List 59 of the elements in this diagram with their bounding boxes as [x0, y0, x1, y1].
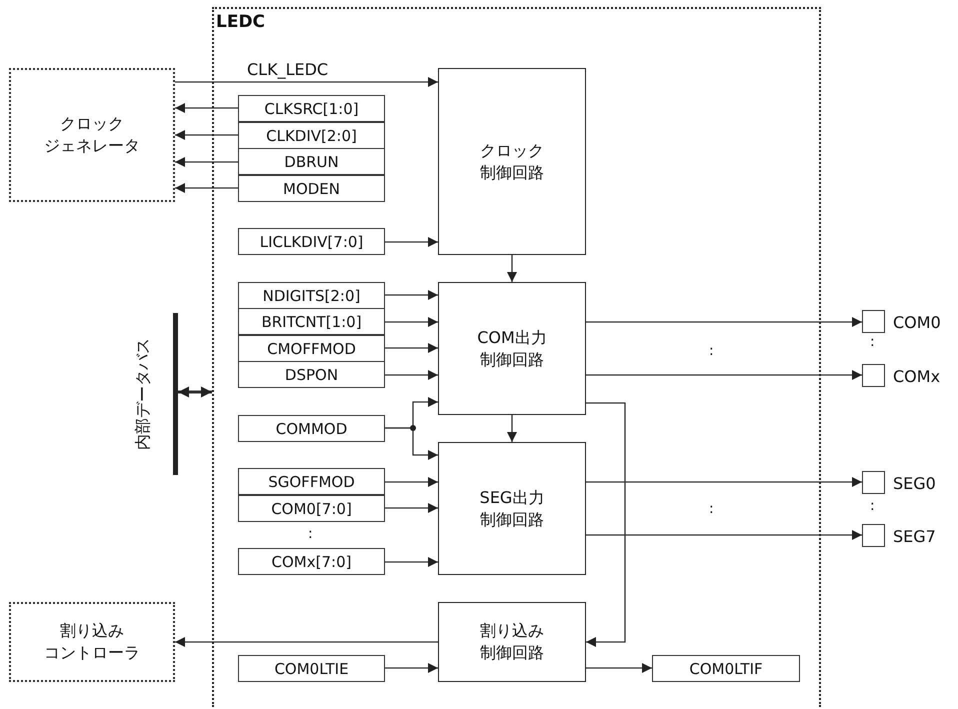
register-box: COMx[7:0] — [238, 548, 385, 575]
signal-label: CLK_LEDC — [247, 60, 328, 79]
signal-arrow — [175, 157, 238, 167]
circuit-block: 割り込み制御回路 — [438, 602, 586, 682]
register-box: BRITCNT[1:0] — [238, 308, 385, 335]
register-box: DSPON — [238, 361, 385, 388]
register-box: COM0[7:0] — [238, 495, 385, 522]
signal-arrow — [175, 77, 438, 87]
signal-arrow — [385, 663, 438, 673]
signal-arrow — [385, 343, 438, 353]
ellipsis-mark: : — [709, 343, 714, 359]
register-box: MODEN — [238, 175, 385, 202]
register-box: DBRUN — [238, 148, 385, 175]
register-box: LICLKDIV[7:0] — [238, 228, 385, 255]
signal-arrow — [385, 317, 438, 327]
register-box: COMMOD — [238, 415, 385, 442]
register-box: NDIGITS[2:0] — [238, 282, 385, 309]
circuit-block: COM出力制御回路 — [438, 282, 586, 415]
signal-arrow — [586, 370, 862, 380]
signal-arrow — [175, 183, 238, 193]
signal-arrow — [586, 663, 652, 673]
circuit-block: SEG出力制御回路 — [438, 442, 586, 575]
pin-label: SEG7 — [893, 526, 936, 546]
signal-arrow — [507, 255, 517, 282]
register-box: CLKDIV[2:0] — [238, 122, 385, 149]
signal-arrow — [385, 557, 438, 567]
pin-label: SEG0 — [893, 474, 936, 492]
register-box: COM0LTIF — [652, 655, 800, 682]
signal-arrow — [507, 415, 517, 442]
ellipsis-mark: : — [870, 498, 875, 514]
signal-arrow — [586, 317, 862, 327]
signal-arrow — [385, 477, 438, 487]
bus-arrow — [178, 386, 212, 398]
signal-arrow — [586, 402, 626, 647]
signal-arrow — [385, 503, 438, 513]
signal-arrow — [385, 427, 438, 460]
circuit-block: クロック制御回路 — [438, 68, 586, 255]
external-module-box: クロックジェネレータ — [9, 68, 175, 202]
signal-arrow — [586, 530, 862, 540]
signal-arrow — [385, 290, 438, 300]
signal-arrow — [586, 477, 862, 487]
external-module-box: 割り込みコントローラ — [9, 602, 175, 682]
signal-arrow — [385, 237, 438, 247]
signal-arrow — [175, 103, 238, 113]
signal-arrow — [385, 370, 438, 380]
ellipsis-mark: : — [870, 334, 875, 350]
register-box: CMOFFMOD — [238, 335, 385, 362]
register-box: COM0LTIE — [238, 655, 385, 682]
signal-arrow — [175, 130, 238, 140]
pin-label: COMx — [893, 366, 940, 386]
ellipsis-mark: : — [709, 501, 714, 517]
register-box: SGOFFMOD — [238, 468, 385, 495]
pin-label: COM0 — [893, 312, 941, 332]
ellipsis-mark: : — [308, 526, 313, 542]
signal-arrow — [175, 637, 438, 647]
register-box: CLKSRC[1:0] — [238, 95, 385, 122]
bus-label: 内部データバス — [132, 338, 153, 450]
module-boundary — [212, 7, 821, 707]
module-title: LEDC — [216, 12, 266, 32]
